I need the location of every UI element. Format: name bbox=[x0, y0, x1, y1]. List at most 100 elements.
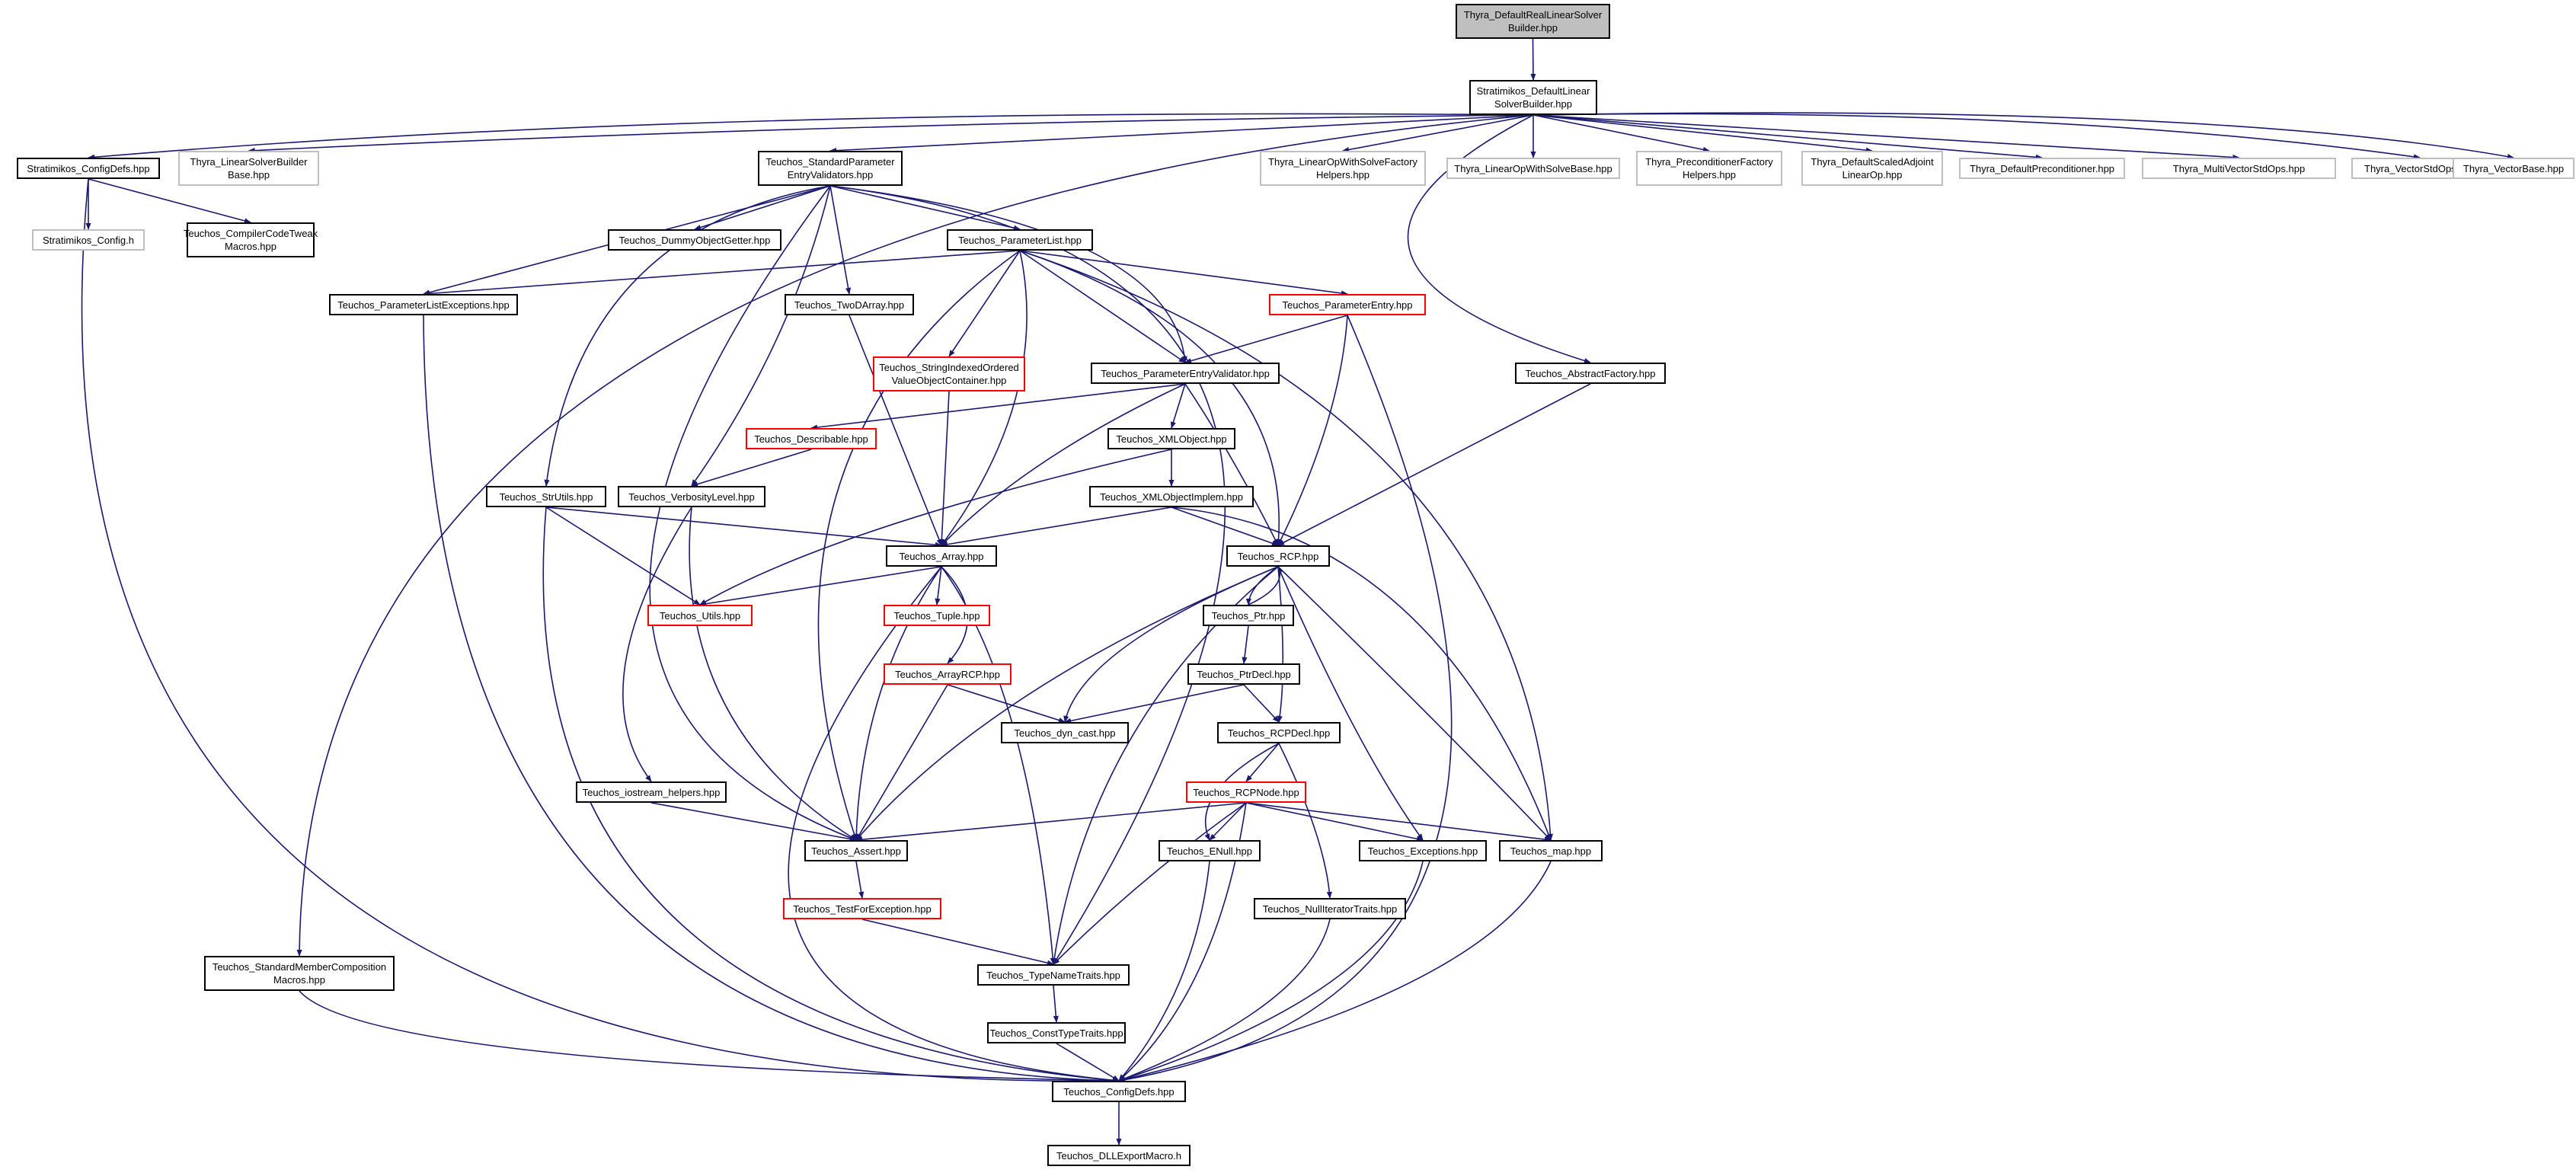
node-teu-assert[interactable]: Teuchos_Assert.hpp bbox=[804, 840, 908, 861]
edge-teu-vl-to-teu-assert bbox=[689, 507, 857, 841]
edge-strat-dlsb-to-strat-cfg bbox=[88, 113, 1534, 160]
node-teu-exc[interactable]: Teuchos_Exceptions.hpp bbox=[1359, 840, 1487, 861]
node-teu-vl[interactable]: Teuchos_VerbosityLevel.hpp bbox=[618, 486, 765, 507]
node-root[interactable]: Thyra_DefaultRealLinearSolver Builder.hp… bbox=[1456, 4, 1610, 39]
edge-teu-arcp-to-teu-dc bbox=[947, 684, 1066, 723]
node-strat-dlsb[interactable]: Stratimikos_DefaultLinear SolverBuilder.… bbox=[1469, 80, 1597, 115]
node-thyra-mvso[interactable]: Thyra_MultiVectorStdOps.hpp bbox=[2142, 158, 2336, 179]
edge-teu-pe-to-teu-pev bbox=[1184, 315, 1348, 364]
node-teu-nit[interactable]: Teuchos_NullIteratorTraits.hpp bbox=[1254, 898, 1406, 919]
node-thyra-vb[interactable]: Thyra_VectorBase.hpp bbox=[2453, 158, 2574, 179]
node-teu-ptrd[interactable]: Teuchos_PtrDecl.hpp bbox=[1187, 663, 1300, 685]
node-teu-tfe[interactable]: Teuchos_TestForException.hpp bbox=[783, 898, 941, 919]
node-strat-config[interactable]: Stratimikos_Config.h bbox=[32, 229, 145, 251]
node-teu-dog[interactable]: Teuchos_DummyObjectGetter.hpp bbox=[608, 229, 781, 251]
edge-strat-dlsb-to-teu-smc bbox=[296, 114, 1534, 957]
edge-root-to-strat-dlsb bbox=[1530, 38, 1536, 81]
edge-teu-pl-to-teu-arr bbox=[941, 250, 1028, 546]
edge-teu-af-to-teu-rcp bbox=[1277, 383, 1591, 546]
node-teu-pev[interactable]: Teuchos_ParameterEntryValidator.hpp bbox=[1091, 363, 1280, 384]
edge-teu-smc-to-teu-cfg bbox=[299, 990, 1120, 1084]
node-teu-rcpn[interactable]: Teuchos_RCPNode.hpp bbox=[1186, 781, 1306, 803]
edge-teu-map-to-teu-cfg bbox=[1118, 861, 1552, 1082]
edge-teu-arr-to-teu-tnt bbox=[941, 566, 1056, 965]
node-strat-cfg[interactable]: Stratimikos_ConfigDefs.hpp bbox=[17, 158, 160, 179]
node-thyra-lowsb[interactable]: Thyra_LinearOpWithSolveBase.hpp bbox=[1446, 158, 1620, 179]
node-teu-dll[interactable]: Teuchos_DLLExportMacro.h bbox=[1047, 1145, 1191, 1166]
node-teu-tuple[interactable]: Teuchos_Tuple.hpp bbox=[884, 605, 990, 626]
node-teu-rcp[interactable]: Teuchos_RCP.hpp bbox=[1226, 545, 1330, 567]
node-teu-map[interactable]: Teuchos_map.hpp bbox=[1499, 840, 1603, 861]
node-teu-smc[interactable]: Teuchos_StandardMemberComposition Macros… bbox=[204, 956, 395, 991]
edge-teu-spev-to-teu-vl bbox=[691, 185, 831, 487]
node-teu-cfg[interactable]: Teuchos_ConfigDefs.hpp bbox=[1052, 1081, 1186, 1102]
edge-teu-rcpn-to-teu-enull bbox=[1209, 802, 1247, 841]
node-teu-ioh[interactable]: Teuchos_iostream_helpers.hpp bbox=[576, 781, 727, 803]
edge-teu-spev-to-teu-pl bbox=[829, 185, 1021, 231]
edge-teu-desc-to-teu-vl bbox=[691, 449, 812, 487]
node-teu-enull[interactable]: Teuchos_ENull.hpp bbox=[1159, 840, 1261, 861]
node-teu-xoi[interactable]: Teuchos_XMLObjectImplem.hpp bbox=[1089, 486, 1254, 507]
node-thyra-pfh[interactable]: Thyra_PreconditionerFactory Helpers.hpp bbox=[1636, 151, 1782, 186]
node-teu-cctm[interactable]: Teuchos_CompilerCodeTweak Macros.hpp bbox=[184, 222, 318, 257]
edge-teu-tda-to-teu-arr bbox=[849, 315, 942, 546]
edge-teu-spev-to-teu-tnt bbox=[829, 185, 1226, 965]
edge-teu-rcpn-to-teu-exc bbox=[1245, 802, 1424, 842]
edge-teu-nit-to-teu-cfg bbox=[1118, 919, 1331, 1082]
node-teu-spev[interactable]: Teuchos_StandardParameter EntryValidator… bbox=[758, 151, 903, 186]
edge-strat-dlsb-to-thyra-vso bbox=[1532, 113, 2421, 160]
node-teu-desc[interactable]: Teuchos_Describable.hpp bbox=[746, 428, 877, 449]
edge-teu-sio-to-teu-arr bbox=[938, 391, 950, 546]
edge-teu-ptr-to-teu-rcp bbox=[1248, 566, 1283, 606]
edge-teu-pl-to-teu-sio bbox=[948, 250, 1021, 357]
edge-teu-vl-to-teu-ioh bbox=[622, 507, 692, 782]
edge-strat-dlsb-to-thyra-vb bbox=[1532, 112, 2514, 160]
node-thyra-lowsfh[interactable]: Thyra_LinearOpWithSolveFactory Helpers.h… bbox=[1260, 151, 1426, 186]
edge-strat-dlsb-to-thyra-mvso bbox=[1532, 114, 2240, 161]
edge-teu-arr-to-teu-tuple bbox=[935, 566, 942, 606]
edge-teu-pev-to-teu-xo bbox=[1170, 383, 1186, 429]
edge-teu-enull-to-teu-cfg bbox=[1118, 861, 1210, 1082]
edge-teu-pl-to-teu-ple bbox=[423, 250, 1021, 297]
node-thyra-lsbb[interactable]: Thyra_LinearSolverBuilder Base.hpp bbox=[178, 151, 319, 186]
edge-teu-spev-to-teu-tda bbox=[829, 185, 852, 295]
node-teu-pe[interactable]: Teuchos_ParameterEntry.hpp bbox=[1269, 294, 1426, 315]
edge-teu-xoi-to-teu-arr bbox=[941, 507, 1172, 548]
node-teu-tda[interactable]: Teuchos_TwoDArray.hpp bbox=[785, 294, 914, 315]
node-thyra-dsalo[interactable]: Thyra_DefaultScaledAdjoint LinearOp.hpp bbox=[1801, 151, 1943, 186]
node-teu-tnt[interactable]: Teuchos_TypeNameTraits.hpp bbox=[977, 964, 1130, 986]
node-teu-ptr[interactable]: Teuchos_Ptr.hpp bbox=[1203, 605, 1294, 626]
edge-teu-assert-to-teu-tfe bbox=[855, 861, 865, 899]
edge-teu-xoi-to-teu-rcp bbox=[1171, 507, 1279, 546]
edge-teu-rcpn-to-teu-assert bbox=[855, 802, 1247, 842]
edge-teu-rcp-to-teu-rcpd bbox=[1277, 566, 1284, 723]
edge-teu-rcpd-to-teu-nit bbox=[1278, 743, 1332, 899]
node-teu-dc[interactable]: Teuchos_dyn_cast.hpp bbox=[1001, 722, 1129, 743]
edge-teu-rcp-to-teu-map bbox=[1277, 566, 1552, 841]
node-teu-sio[interactable]: Teuchos_StringIndexedOrdered ValueObject… bbox=[873, 356, 1025, 391]
edge-teu-rcp-to-teu-assert bbox=[855, 566, 1279, 841]
edge-teu-pev-to-teu-desc bbox=[810, 383, 1186, 430]
node-teu-xo[interactable]: Teuchos_XMLObject.hpp bbox=[1107, 428, 1235, 449]
edge-strat-dlsb-to-thyra-dsalo bbox=[1532, 114, 1873, 153]
node-teu-af[interactable]: Teuchos_AbstractFactory.hpp bbox=[1515, 363, 1666, 384]
node-teu-arcp[interactable]: Teuchos_ArrayRCP.hpp bbox=[884, 663, 1012, 685]
node-teu-su[interactable]: Teuchos_StrUtils.hpp bbox=[486, 486, 606, 507]
node-teu-ctt[interactable]: Teuchos_ConstTypeTraits.hpp bbox=[987, 1022, 1126, 1043]
node-teu-arr[interactable]: Teuchos_Array.hpp bbox=[886, 545, 997, 567]
edge-teu-spev-to-teu-assert bbox=[649, 185, 857, 841]
edge-teu-pev-to-teu-arr bbox=[941, 383, 1186, 546]
node-teu-pl[interactable]: Teuchos_ParameterList.hpp bbox=[947, 229, 1093, 251]
edge-teu-spev-to-teu-su bbox=[544, 185, 831, 487]
edge-teu-pl-to-teu-map bbox=[1019, 250, 1554, 841]
node-teu-ple[interactable]: Teuchos_ParameterListExceptions.hpp bbox=[329, 294, 518, 315]
edge-teu-rcpn-to-teu-map bbox=[1245, 802, 1552, 842]
node-teu-utils[interactable]: Teuchos_Utils.hpp bbox=[647, 605, 753, 626]
edge-teu-pe-to-teu-rcp bbox=[1277, 315, 1348, 546]
edge-strat-dlsb-to-thyra-lowsfh bbox=[1342, 114, 1534, 153]
node-teu-rcpd[interactable]: Teuchos_RCPDecl.hpp bbox=[1217, 722, 1341, 743]
edge-strat-dlsb-to-teu-spev bbox=[829, 114, 1534, 154]
edge-strat-dlsb-to-thyra-pfh bbox=[1532, 114, 1710, 152]
node-thyra-dp[interactable]: Thyra_DefaultPreconditioner.hpp bbox=[1959, 158, 2125, 179]
edge-teu-pl-to-teu-pev bbox=[1019, 250, 1186, 363]
